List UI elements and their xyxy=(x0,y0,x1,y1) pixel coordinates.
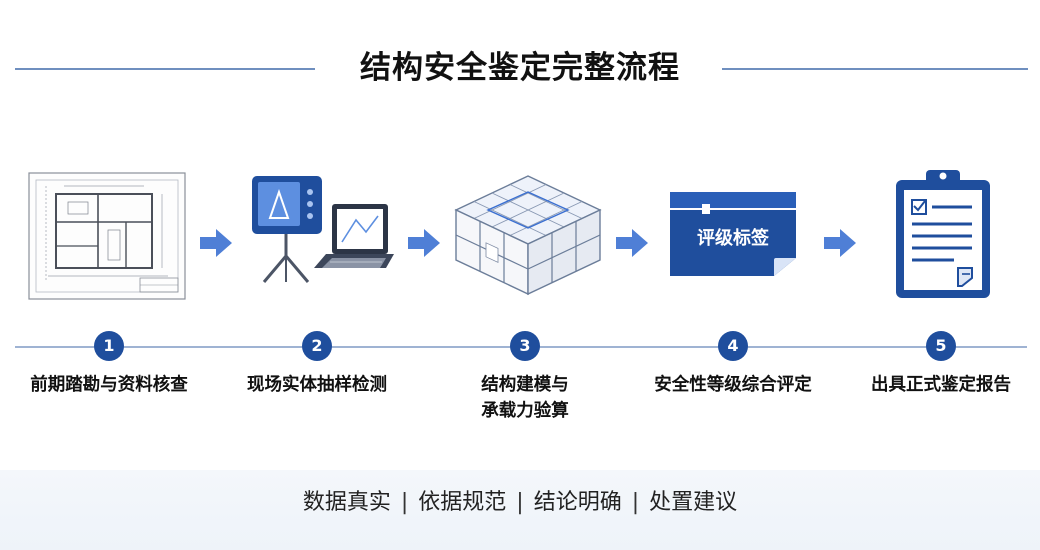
step-label: 出具正式鉴定报告 xyxy=(871,375,1011,395)
step-label: 前期踏勘与资料核查 xyxy=(30,375,188,395)
building-model-icon xyxy=(454,175,602,296)
step-label: 结构建模与 承载力验算 xyxy=(425,372,625,424)
footer-separator: | xyxy=(516,490,524,515)
step-label: 安全性等级综合评定 xyxy=(654,375,812,395)
title-divider-left xyxy=(15,68,315,70)
clipboard-report-icon xyxy=(896,170,990,298)
step-number-badge: 4 xyxy=(718,331,748,361)
step-number-badge: 3 xyxy=(510,331,540,361)
footer-principles: 数据真实 | 依据规范 | 结论明确 | 处置建议 xyxy=(0,486,1040,520)
footer-band xyxy=(0,470,1040,550)
title-divider-right xyxy=(722,68,1028,70)
footer-item: 结论明确 xyxy=(533,490,622,515)
footer-separator: | xyxy=(400,490,409,515)
rating-tag-icon: 评级标签 xyxy=(666,188,800,280)
step-label: 现场实体抽样检测 xyxy=(247,375,387,395)
page-title: 结构安全鉴定完整流程 xyxy=(360,50,680,86)
footer-item: 处置建议 xyxy=(649,490,738,515)
step-label-line: 结构建模与 xyxy=(481,375,569,395)
arrow-icon xyxy=(616,229,648,257)
footer-separator: | xyxy=(631,490,640,515)
step-number-badge: 5 xyxy=(926,331,956,361)
rating-tag-label: 评级标签 xyxy=(697,228,769,249)
footer-item: 依据规范 xyxy=(418,490,507,515)
blueprint-icon xyxy=(28,172,186,300)
detector-laptop-icon xyxy=(252,176,394,283)
footer-item: 数据真实 xyxy=(302,490,391,515)
arrow-icon xyxy=(824,229,856,257)
step-number-badge: 2 xyxy=(302,331,332,361)
arrow-icon xyxy=(200,229,232,257)
step-number-badge: 1 xyxy=(94,331,124,361)
step-label-line: 承载力验算 xyxy=(481,401,569,421)
arrow-icon xyxy=(408,229,440,257)
